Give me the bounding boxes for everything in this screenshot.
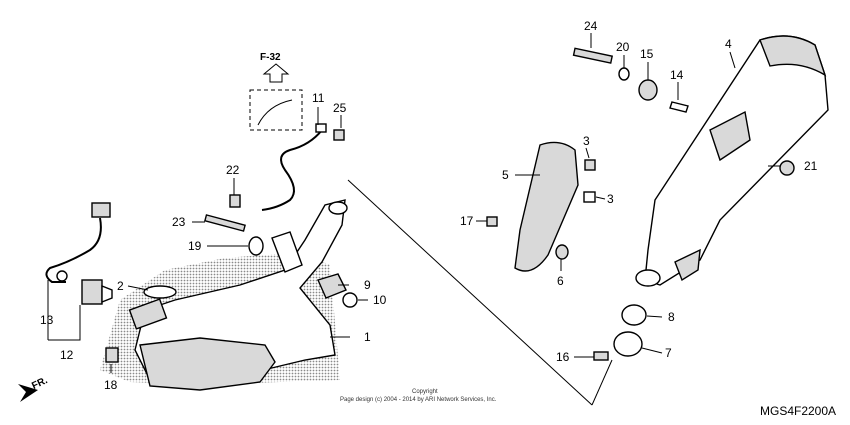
callout-13: 13 [40,313,54,327]
muffler-tailcap [759,35,827,77]
callout-19: 19 [188,239,202,253]
callout-9: 9 [364,278,371,292]
nut-3-lower-shape [583,191,596,203]
o2-sensor-wire [45,217,102,283]
washer-19-shape [248,236,264,256]
nut-18-shape [105,347,119,363]
ground-wire [261,129,323,211]
callout-23: 23 [172,215,186,229]
collar-15-shape [638,79,658,101]
bolt-16-shape [593,351,609,361]
callout-8: 8 [668,310,675,324]
pipe-flange [128,298,168,330]
callout-21: 21 [804,159,818,173]
callout-20: 20 [616,40,630,54]
assembly-line-left [347,179,593,406]
front-direction-label: FR. [30,375,49,392]
collar-10-shape [342,292,358,308]
callout-7: 7 [665,346,672,360]
copyright-heading: Copyright [412,389,438,395]
front-direction-arrow-icon [18,384,38,402]
callout-16: 16 [556,350,570,364]
pipe-bracket [271,231,303,273]
muffler-badge [709,110,751,162]
callout-11: 11 [312,91,325,105]
bolt-22-shape [229,194,241,208]
diagram-reference-code: MGS4F2200A [760,404,836,418]
callout-3-lower: 3 [607,192,614,206]
callout-5: 5 [502,168,509,182]
callout-4: 4 [725,37,732,51]
pipe-outlet [328,201,348,215]
bolt-14-shape [669,101,689,113]
section-reference-box [249,89,303,131]
o2-sensor-clip [56,270,68,282]
copyright-text: Page design (c) 2004 - 2014 by ARI Netwo… [340,397,497,403]
nut-3-upper-shape [584,159,596,171]
washer-20-shape [618,67,630,81]
heat-protector [514,141,579,272]
callout-18: 18 [104,378,118,392]
o2-sensor-tip [101,284,113,304]
callout-12: 12 [60,348,74,362]
bolt-24-shape [572,47,614,64]
assembly-line-right [591,359,613,406]
gasket-8-shape [621,304,647,326]
callout-15: 15 [640,47,654,61]
callout-24: 24 [584,19,598,33]
callout-17: 17 [460,214,474,228]
section-reference-label: F-32 [260,52,281,63]
o2-sensor-body [81,279,103,305]
callout-22: 22 [226,163,240,177]
bolt-25-shape [333,129,345,141]
bolt-23-shape [204,214,246,232]
bolt-17-shape [486,216,498,227]
callout-10: 10 [373,293,387,307]
callout-1: 1 [364,330,371,344]
callout-14: 14 [670,68,684,82]
leader-lines [47,33,780,373]
wire-clip-sketch [257,99,293,126]
callout-2: 2 [117,279,124,293]
catalyst-body [139,337,276,391]
rubber-6-shape [555,244,569,260]
o2-sensor-connector [91,202,111,218]
callout-6: 6 [557,274,564,288]
wire-terminal [315,123,327,133]
up-arrow-icon [262,63,290,83]
callout-3-upper: 3 [583,134,590,148]
clamp-7-shape [613,331,643,357]
muffler-inlet [635,269,661,287]
callout-25: 25 [333,101,347,115]
gasket-ring [143,285,177,299]
muffler-bracket [674,248,701,282]
rubber-9-shape [317,273,347,299]
nut-21-shape [779,160,795,176]
